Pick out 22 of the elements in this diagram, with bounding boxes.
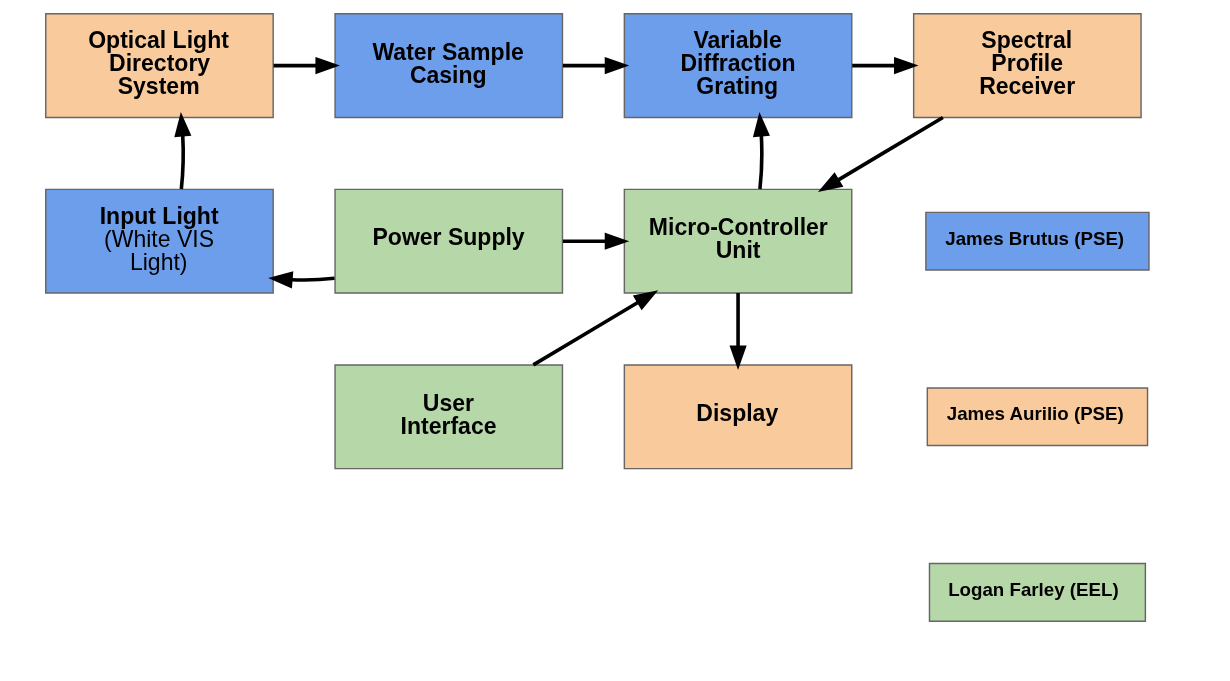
arrow — [562, 232, 630, 250]
arrow — [729, 293, 747, 371]
arrow — [174, 112, 192, 190]
arrow — [532, 290, 659, 367]
node-box: Water Sample Casing — [334, 13, 564, 119]
arrow — [817, 115, 944, 193]
node-box: Variable Diffraction Grating — [623, 13, 853, 119]
node-box: Optical Light Directory System — [45, 13, 274, 119]
node-box: User Interface — [334, 364, 564, 470]
arrow — [562, 57, 630, 75]
legend-label: Logan Farley (EEL) — [948, 578, 1119, 600]
node-box: Spectral Profile Receiver — [912, 13, 1142, 119]
arrow — [852, 57, 919, 75]
node-box: Display — [623, 364, 853, 470]
legend-label: James Aurilio (PSE) — [946, 403, 1124, 425]
arrow — [268, 271, 335, 289]
arrow — [273, 57, 340, 75]
node-box: Micro-Controller Unit — [623, 188, 853, 294]
legend-label: James Brutus (PSE) — [945, 227, 1125, 249]
arrow — [752, 112, 770, 190]
node-box: Input Light (White VIS Light) — [45, 188, 274, 294]
node-box: Power Supply — [334, 188, 564, 294]
